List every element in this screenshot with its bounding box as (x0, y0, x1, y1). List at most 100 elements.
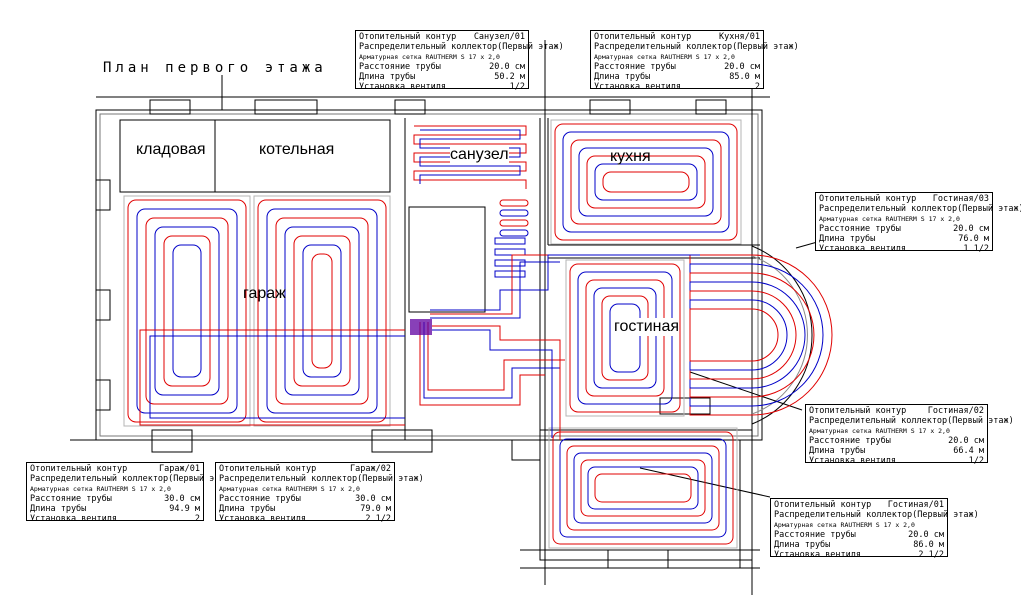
circuit-name: Кухня/01 (719, 32, 760, 42)
living-coil-1-loop (552, 431, 734, 545)
room-label-kitchen: кухня (610, 148, 651, 165)
heating-coils (127, 123, 833, 545)
garage-coil-1-loop (127, 199, 247, 423)
bathroom-coil-tail (499, 209, 529, 217)
window (95, 179, 111, 211)
room-label-garage: гараж (243, 285, 286, 302)
supply-line (427, 322, 565, 391)
room-label-storage: кладовая (136, 141, 206, 158)
window (607, 549, 669, 569)
living-coil-2-loop (577, 271, 673, 405)
stair-coil (494, 270, 526, 278)
supply-line (430, 325, 561, 440)
living-coil-1-loop (587, 466, 699, 510)
window (394, 99, 426, 115)
bay-coil-loop (689, 299, 788, 371)
leader-line (689, 371, 803, 411)
kitchen-coil-loop (578, 147, 714, 217)
circuit-name: Гостиная/02 (927, 406, 984, 416)
bay-coil-loop (689, 308, 779, 362)
walls (70, 40, 861, 595)
garage-coil-1-loop (136, 208, 238, 414)
bathroom-coil (419, 129, 521, 184)
window (511, 439, 541, 461)
bathroom-coil-tail (499, 229, 529, 237)
bay-coil-loop (689, 290, 797, 380)
garage-coil-1-loop (145, 217, 229, 405)
outer-wall-inner (99, 113, 759, 437)
living-coil-1-loop (566, 445, 720, 531)
window (151, 429, 193, 453)
bay-wall (751, 245, 813, 425)
window (149, 99, 191, 115)
garage-coil-2-outline (253, 195, 391, 427)
circuit-name: Гараж/02 (350, 464, 391, 474)
window (95, 289, 111, 321)
living-coil-1-loop (573, 452, 713, 524)
stair-coil (494, 248, 526, 256)
supply-line (430, 254, 568, 315)
stair-block (408, 206, 486, 313)
garage-coil-2-loop (266, 208, 378, 414)
garage-coil-1-loop (154, 226, 220, 396)
garage-coil-2-loop (284, 226, 360, 396)
living-coil-2-outline (565, 259, 685, 417)
window (95, 379, 111, 411)
living-coil-1-outline (548, 427, 738, 549)
circuit-name: Гостиная/01 (887, 500, 944, 510)
supply-line (430, 254, 700, 311)
circuit-name: Гостиная/03 (932, 194, 989, 204)
window (371, 429, 433, 453)
garage-coil-1-loop (172, 244, 202, 378)
garage-coil-2-loop (311, 253, 333, 369)
bay-coil-loop (689, 254, 833, 416)
plan-title: План первого этажа (103, 60, 327, 76)
living-coil-2-loop (569, 263, 681, 413)
garage-coil-1-outline (123, 195, 251, 427)
garage-coil-2-loop (257, 199, 387, 423)
room-label-boiler: котельная (259, 141, 335, 158)
bathroom-coil (413, 125, 527, 189)
wing-wall (539, 429, 753, 561)
supply-line (149, 335, 405, 419)
bay-wall (751, 255, 808, 415)
boiler-room (214, 119, 391, 193)
supply-line (419, 322, 545, 406)
circuit-name: Санузел/01 (473, 32, 525, 42)
kitchen-coil-loop (602, 171, 690, 193)
supply-line (139, 329, 405, 426)
bay-coil-loop (689, 272, 815, 398)
bay-coil-loop (689, 263, 824, 407)
zone-outlines (123, 119, 742, 549)
circuit-name: Гараж/01 (159, 464, 200, 474)
living-coil-1-loop (559, 438, 727, 538)
living-coil-2-loop (601, 295, 649, 381)
window (589, 99, 631, 115)
stair-coil (494, 259, 526, 267)
bathroom-coil-tail (499, 199, 529, 207)
garage-coil-2-loop (302, 244, 342, 378)
supply-line (423, 322, 560, 399)
bay-coil-loop (689, 281, 806, 389)
kitchen-coil-loop (570, 139, 722, 225)
stair-coil (494, 237, 526, 245)
living-coil-1-loop (594, 473, 692, 503)
supply-line (430, 329, 553, 438)
kitchen-coil-loop (562, 131, 730, 233)
garage-coil-2-loop (275, 217, 369, 405)
kitchen-coil-loop (554, 123, 738, 241)
living-coil-1-loop (580, 459, 706, 517)
kitchen-coil-outline (550, 119, 742, 245)
room-label-bathroom: санузел (450, 146, 509, 164)
living-coil-2-loop (585, 279, 665, 397)
garage-coil-2-loop (293, 235, 351, 387)
window (695, 99, 727, 115)
living-coil-2-loop (593, 287, 657, 389)
